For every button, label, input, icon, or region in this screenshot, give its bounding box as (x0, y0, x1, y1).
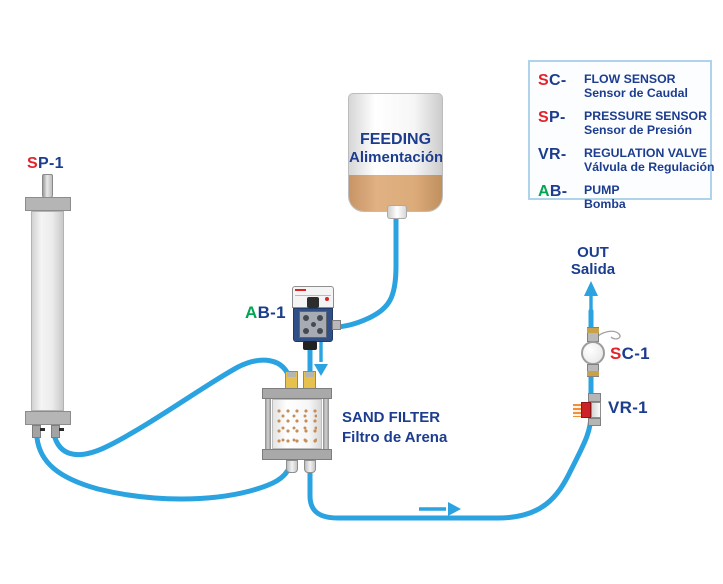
valve-body-red (581, 402, 591, 418)
pump-inlet-fitting (332, 320, 341, 330)
column-fitting-right (51, 425, 64, 438)
tube-filter-to-outlet (307, 308, 594, 521)
flow-sensor-top-fitting (587, 327, 599, 342)
pump-indicator-line (295, 289, 306, 291)
column-fitting-left (32, 425, 45, 438)
column-bottom-cap (25, 411, 71, 425)
legend-item-pump: AB- PUMP Bomba (538, 183, 626, 211)
flow-sensor-wheel (581, 341, 605, 365)
legend-box: SC- FLOW SENSOR Sensor de Caudal SP- PRE… (528, 60, 715, 211)
pump-bolt (303, 328, 309, 334)
sensor-wire (593, 330, 621, 341)
pump-bolt (317, 315, 323, 321)
filter-top-fitting-left (285, 371, 298, 389)
pump-outlet-fitting (303, 341, 317, 350)
pump-bolt (317, 328, 323, 334)
flow-arrow-down-icon (314, 342, 328, 376)
sand-media (277, 409, 317, 445)
filter-top-fitting-right (303, 371, 316, 389)
label-outlet: OUT Salida (570, 244, 616, 279)
tank-outlet-fitting (387, 205, 407, 219)
column-top-cap (25, 197, 71, 211)
label-ab1: AB-1 (245, 303, 286, 322)
pump-knob (307, 297, 319, 308)
pump-bolt (311, 322, 316, 327)
valve-handle-stripes (573, 404, 581, 417)
valve-top-fitting (588, 393, 601, 402)
label-sand-filter: SAND FILTER Filtro de Arena (342, 409, 448, 446)
legend-item-regulation-valve: VR- REGULATION VALVE Válvula de Regulaci… (538, 146, 715, 174)
pump-indicator-led (325, 297, 329, 301)
pump-bolt (303, 315, 309, 321)
tube-tank-to-pump (331, 209, 399, 330)
column-body (31, 211, 64, 411)
label-sc1: SC-1 (610, 344, 650, 363)
filter-glass-body (272, 399, 322, 449)
label-vr1: VR-1 (608, 398, 648, 417)
tube-column-to-filter-top (52, 357, 293, 458)
feeding-tank-label: FEEDING Alimentación (349, 131, 443, 166)
valve-bottom-fitting (588, 418, 601, 426)
legend-item-pressure-sensor: SP- PRESSURE SENSOR Sensor de Presión (538, 109, 707, 137)
filter-bottom-flange (262, 449, 332, 460)
feeding-tank: FEEDING Alimentación (348, 93, 443, 212)
valve-body-white (591, 402, 601, 418)
label-sp1: SP-1 (27, 155, 64, 172)
legend-item-flow-sensor: SC- FLOW SENSOR Sensor de Caudal (538, 72, 688, 100)
flow-sensor-bottom-fitting (587, 364, 599, 377)
filter-bottom-fitting-right (304, 460, 316, 473)
flow-arrow-up-icon (584, 281, 598, 309)
pump-head (299, 311, 327, 338)
dosing-pump (292, 286, 341, 350)
filter-bottom-fitting-left (286, 460, 298, 473)
filter-top-flange (262, 388, 332, 399)
tube-column-to-filter-bottom (34, 435, 293, 502)
filter-side-rod-right (323, 399, 329, 449)
filter-side-rod-left (265, 399, 271, 449)
flow-arrow-right-icon (419, 502, 461, 516)
